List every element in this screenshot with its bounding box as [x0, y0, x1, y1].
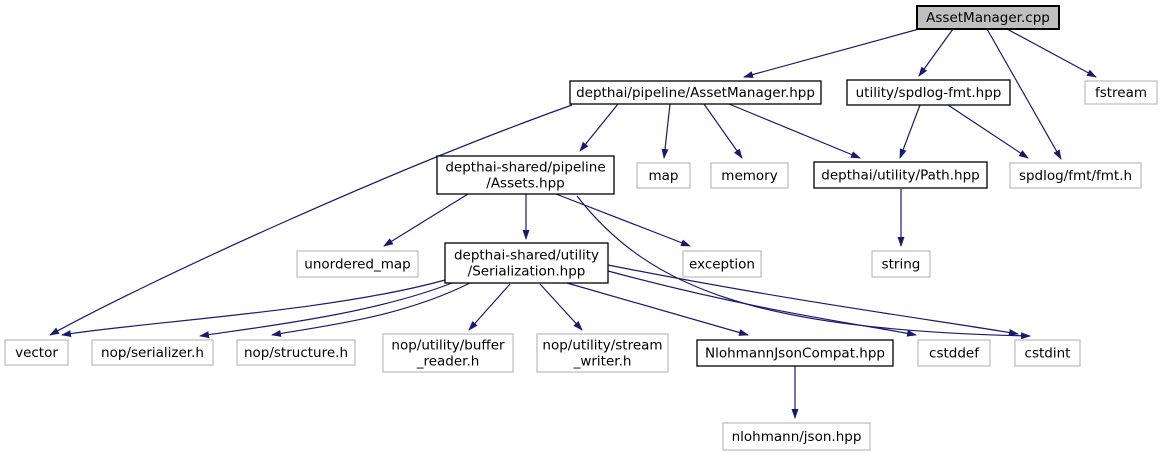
node-nop-utility-buffer-reader-h: nop/utility/buffer_reader.h — [382, 333, 514, 373]
node-label: depthai/pipeline/AssetManager.hpp — [576, 85, 815, 101]
node-box[interactable] — [846, 79, 1011, 106]
edge-depthai-shared-utility-serialization-hpp--to--cstdint — [607, 264, 1019, 336]
node-box — [236, 339, 356, 366]
node-box — [296, 250, 419, 278]
node-box — [1014, 339, 1081, 367]
node-box — [1084, 80, 1158, 105]
node-label: fstream — [1095, 85, 1147, 101]
node-vector: vector — [4, 339, 69, 366]
node-box[interactable] — [444, 242, 609, 284]
edge-depthai-shared-utility-serialization-hpp--to--cstddef — [607, 270, 917, 337]
node-map: map — [636, 162, 691, 189]
node-label: utility/spdlog-fmt.hpp — [856, 85, 1002, 101]
node-label: depthai-shared/utility — [454, 248, 599, 264]
edge-depthai-pipeline-assetmanager-hpp--to--depthai-shared-pipeline-assets-hpp — [579, 103, 619, 152]
node-label: cstddef — [929, 346, 980, 362]
node-box[interactable] — [813, 161, 988, 189]
node-depthai-pipeline-assetmanager-hpp[interactable]: depthai/pipeline/AssetManager.hpp — [569, 80, 822, 105]
node-label: map — [649, 168, 679, 184]
node-label: unordered_map — [304, 257, 410, 273]
edge-depthai-pipeline-assetmanager-hpp--to--memory — [703, 103, 743, 159]
node-string: string — [871, 250, 931, 278]
node-label: nop/structure.h — [244, 345, 348, 361]
edge-depthai-shared-pipeline-assets-hpp--to--cstdint — [576, 195, 1031, 340]
node-box[interactable] — [436, 155, 615, 195]
edge-depthai-shared-utility-serialization-hpp--to--nop-utility-stream-writer-h — [539, 283, 583, 331]
node-cstdint: cstdint — [1014, 339, 1081, 367]
node-label: exception — [689, 257, 755, 273]
edge-depthai-pipeline-assetmanager-hpp--to--map — [661, 103, 671, 159]
node-spdlog-fmt-fmt-h: spdlog/fmt/fmt.h — [1009, 162, 1142, 189]
node-label: _reader.h — [416, 354, 480, 370]
node-label: spdlog/fmt/fmt.h — [1019, 168, 1132, 184]
node-label: cstdint — [1025, 346, 1071, 362]
node-label: string — [882, 257, 921, 273]
node-assetmanager-cpp: AssetManager.cpp — [916, 5, 1060, 30]
node-nlohmannjsoncompat-hpp[interactable]: NlohmannJsonCompat.hpp — [696, 339, 894, 367]
node-depthai-shared-pipeline-assets-hpp[interactable]: depthai-shared/pipeline/Assets.hpp — [436, 155, 615, 195]
edge-depthai-shared-pipeline-assets-hpp--to--unordered-map — [383, 193, 469, 247]
node-box — [871, 250, 931, 278]
edge-assetmanager-cpp--to--depthai-pipeline-assetmanager-hpp — [743, 28, 920, 78]
edge-assetmanager-cpp--to--fstream — [1006, 28, 1097, 78]
node-nop-serializer-h: nop/serializer.h — [91, 339, 214, 366]
edge-depthai-shared-pipeline-assets-hpp--to--exception — [555, 193, 691, 247]
node-box — [636, 162, 691, 189]
node-utility-spdlog-fmt-hpp[interactable]: utility/spdlog-fmt.hpp — [846, 79, 1011, 106]
node-box — [917, 339, 991, 367]
node-label: nlohmann/json.hpp — [732, 429, 862, 445]
node-label: AssetManager.cpp — [926, 10, 1050, 26]
node-label: /Assets.hpp — [486, 176, 564, 192]
edge-depthai-shared-utility-serialization-hpp--to--nop-serializer-h — [199, 282, 453, 339]
node-label: depthai/utility/Path.hpp — [821, 168, 979, 184]
node-label: NlohmannJsonCompat.hpp — [705, 346, 885, 362]
node-nop-utility-stream-writer-h: nop/utility/stream_writer.h — [536, 333, 669, 373]
node-box — [536, 333, 669, 373]
node-box — [710, 162, 789, 189]
edges-layer — [49, 28, 1097, 419]
node-label: _writer.h — [573, 354, 632, 370]
node-label: depthai-shared/pipeline — [445, 160, 605, 176]
edge-depthai-shared-utility-serialization-hpp--to--nop-structure-h — [271, 282, 471, 337]
node-label: /Serialization.hpp — [468, 264, 586, 280]
node-fstream: fstream — [1084, 80, 1158, 105]
node-box — [916, 5, 1060, 30]
node-box — [1009, 162, 1142, 189]
node-box — [91, 339, 214, 366]
node-box — [382, 333, 514, 373]
node-memory: memory — [710, 162, 789, 189]
node-depthai-utility-path-hpp[interactable]: depthai/utility/Path.hpp — [813, 161, 988, 189]
edge-assetmanager-cpp--to--spdlog-fmt-fmt-h — [986, 28, 1062, 160]
node-unordered-map: unordered_map — [296, 250, 419, 278]
node-label: nop/utility/buffer — [391, 338, 505, 354]
node-nlohmann-json-hpp: nlohmann/json.hpp — [722, 422, 871, 451]
node-box[interactable] — [696, 339, 894, 367]
node-label: vector — [15, 345, 58, 361]
edge-utility-spdlog-fmt-hpp--to--spdlog-fmt-fmt-h — [947, 104, 1029, 159]
edge-depthai-shared-utility-serialization-hpp--to--nop-utility-buffer-reader-h — [468, 283, 511, 331]
edge-depthai-pipeline-assetmanager-hpp--to--vector — [49, 104, 573, 336]
node-box — [722, 422, 871, 451]
edge-depthai-shared-utility-serialization-hpp--to--vector — [61, 279, 446, 337]
node-box — [682, 250, 762, 278]
nodes-layer: AssetManager.cpp depthai/pipeline/AssetMa… — [4, 5, 1158, 451]
edge-depthai-pipeline-assetmanager-hpp--to--depthai-utility-path-hpp — [728, 103, 861, 159]
node-cstddef: cstddef — [917, 339, 991, 367]
edge-assetmanager-cpp--to--utility-spdlog-fmt-hpp — [918, 28, 954, 77]
node-box[interactable] — [569, 80, 822, 105]
node-box — [4, 339, 69, 366]
node-exception: exception — [682, 250, 762, 278]
node-depthai-shared-utility-serialization-hpp[interactable]: depthai-shared/utility/Serialization.hpp — [444, 242, 609, 284]
node-label: memory — [721, 168, 777, 184]
node-label: nop/serializer.h — [101, 345, 204, 361]
edge-utility-spdlog-fmt-hpp--to--depthai-utility-path-hpp — [899, 104, 921, 159]
node-nop-structure-h: nop/structure.h — [236, 339, 356, 366]
node-label: nop/utility/stream — [542, 338, 662, 354]
edge-depthai-shared-utility-serialization-hpp--to--nlohmannjsoncompat-hpp — [566, 282, 749, 336]
